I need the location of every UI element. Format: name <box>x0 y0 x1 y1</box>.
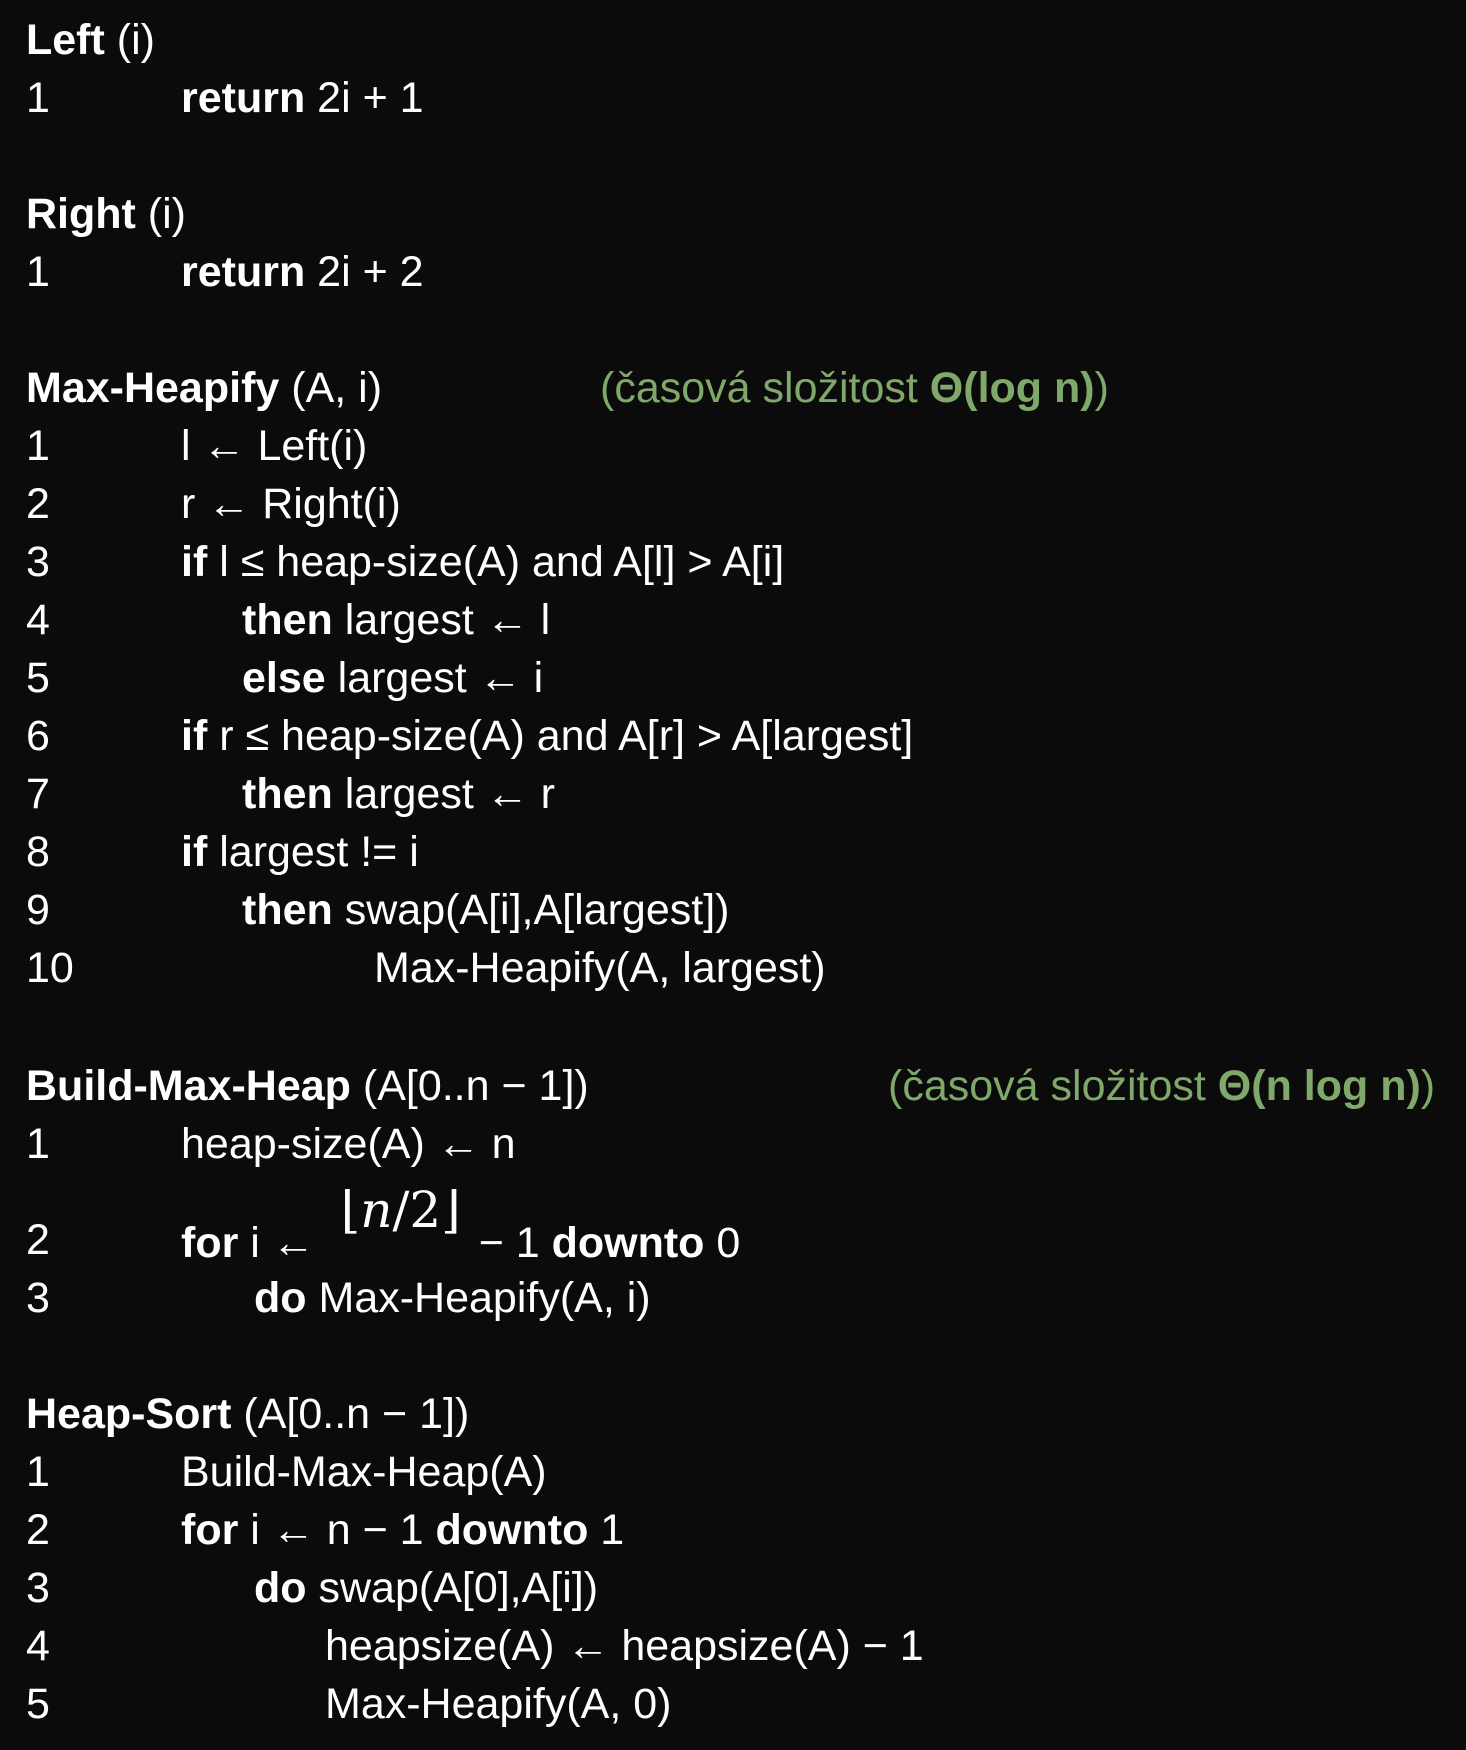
keyword: if <box>181 828 208 876</box>
line-number: 4 <box>26 1622 50 1670</box>
max-heapify-line-1: 1 l ← Left(i) <box>0 417 1466 475</box>
build-max-heap-line-1: 1 heap-size(A) ← n <box>0 1115 1466 1173</box>
heap-sort-line-2: 2 for i ← n − 1 downto 1 <box>0 1501 1466 1559</box>
code-text: r ← Right(i) <box>181 480 401 528</box>
function-name: Build-Max-Heap <box>26 1062 351 1110</box>
code-text: heap-size(A) ← n <box>181 1120 516 1168</box>
function-params: (i) <box>104 16 155 64</box>
build-max-heap-signature: Build-Max-Heap (A[0..n − 1]) (časová slo… <box>0 1057 1466 1115</box>
keyword: return <box>181 74 306 122</box>
code-text: Max-Heapify(A, i) <box>306 1274 651 1322</box>
build-max-heap-line-3: 3 do Max-Heapify(A, i) <box>0 1269 1466 1327</box>
function-params: (A[0..n − 1]) <box>350 1062 589 1110</box>
line-number: 1 <box>26 1448 50 1496</box>
heap-sort-line-5: 5 Max-Heapify(A, 0) <box>0 1675 1466 1733</box>
keyword: downto <box>551 1219 705 1267</box>
line-number: 9 <box>26 886 50 934</box>
keyword: then <box>242 886 333 934</box>
function-name: Left <box>26 16 105 64</box>
keyword: if <box>181 712 208 760</box>
heap-sort-signature: Heap-Sort (A[0..n − 1]) <box>0 1385 1466 1443</box>
code-text: l ≤ heap-size(A) and A[l] > A[i] <box>207 538 785 586</box>
keyword: do <box>254 1564 307 1612</box>
line-number: 5 <box>26 654 50 702</box>
right-line-1: 1 return 2i + 2 <box>0 243 1466 301</box>
heap-sort-line-4: 4 heapsize(A) ← heapsize(A) − 1 <box>0 1617 1466 1675</box>
function-params: (A[0..n − 1]) <box>231 1390 470 1438</box>
code-text: swap(A[i],A[largest]) <box>332 886 730 934</box>
code-text: 2i + 2 <box>305 248 424 296</box>
keyword: for <box>181 1506 239 1554</box>
function-params: (i) <box>135 190 186 238</box>
line-number: 10 <box>26 944 74 992</box>
floor-expression: ⌊n/2⌋ <box>340 1181 461 1239</box>
complexity-note: (časová složitost Θ(log n)) <box>600 364 1109 412</box>
code-text: swap(A[0],A[i]) <box>306 1564 599 1612</box>
line-number: 1 <box>26 1120 50 1168</box>
function-name: Max-Heapify <box>26 364 280 412</box>
code-text: largest != i <box>207 828 419 876</box>
line-number: 8 <box>26 828 50 876</box>
complexity-note: (časová složitost Θ(n log n)) <box>888 1062 1436 1110</box>
line-number: 7 <box>26 770 50 818</box>
keyword: for <box>181 1219 239 1267</box>
max-heapify-line-10: 10 Max-Heapify(A, largest) <box>0 939 1466 997</box>
line-number: 4 <box>26 596 50 644</box>
keyword: then <box>242 770 333 818</box>
line-number: 1 <box>26 248 50 296</box>
heap-sort-line-1: 1 Build-Max-Heap(A) <box>0 1443 1466 1501</box>
max-heapify-line-4: 4 then largest ← l <box>0 591 1466 649</box>
build-max-heap-line-2: 2 for i ←⌊n/2⌋− 1 downto 0 <box>26 1181 741 1267</box>
code-text: largest ← i <box>325 654 544 702</box>
max-heapify-signature: Max-Heapify (A, i) (časová složitost Θ(l… <box>0 359 1466 417</box>
max-heapify-line-8: 8 if largest != i <box>0 823 1466 881</box>
code-text: largest ← r <box>332 770 556 818</box>
line-number: 2 <box>26 1216 50 1264</box>
max-heapify-line-9: 9 then swap(A[i],A[largest]) <box>0 881 1466 939</box>
code-text: heapsize(A) ← heapsize(A) − 1 <box>325 1622 924 1670</box>
line-number: 1 <box>26 422 50 470</box>
function-name: Heap-Sort <box>26 1390 232 1438</box>
line-number: 3 <box>26 1564 50 1612</box>
line-number: 6 <box>26 712 50 760</box>
code-text: largest ← l <box>332 596 551 644</box>
line-number: 3 <box>26 1274 50 1322</box>
function-params: (A, i) <box>279 364 383 412</box>
max-heapify-line-6: 6 if r ≤ heap-size(A) and A[r] > A[large… <box>0 707 1466 765</box>
left-line-1: 1 return 2i + 1 <box>0 69 1466 127</box>
function-name: Right <box>26 190 136 238</box>
keyword: do <box>254 1274 307 1322</box>
code-text: l ← Left(i) <box>181 422 368 470</box>
max-heapify-line-5: 5 else largest ← i <box>0 649 1466 707</box>
code-text: Max-Heapify(A, largest) <box>374 944 826 992</box>
code-text: r ≤ heap-size(A) and A[r] > A[largest] <box>207 712 914 760</box>
line-number: 1 <box>26 74 50 122</box>
max-heapify-line-3: 3 if l ≤ heap-size(A) and A[l] > A[i] <box>0 533 1466 591</box>
line-number: 5 <box>26 1680 50 1728</box>
right-signature: Right (i) <box>0 185 1466 243</box>
max-heapify-line-7: 7 then largest ← r <box>0 765 1466 823</box>
line-number: 2 <box>26 1506 50 1554</box>
keyword: downto <box>435 1506 589 1554</box>
keyword: else <box>242 654 326 702</box>
line-number: 2 <box>26 480 50 528</box>
code-text: Build-Max-Heap(A) <box>181 1448 547 1496</box>
keyword: then <box>242 596 333 644</box>
max-heapify-line-2: 2 r ← Right(i) <box>0 475 1466 533</box>
code-text: 2i + 1 <box>305 74 424 122</box>
left-signature: Left (i) <box>0 11 1466 69</box>
keyword: return <box>181 248 306 296</box>
code-text: Max-Heapify(A, 0) <box>325 1680 672 1728</box>
heap-sort-line-3: 3 do swap(A[0],A[i]) <box>0 1559 1466 1617</box>
line-number: 3 <box>26 538 50 586</box>
keyword: if <box>181 538 208 586</box>
